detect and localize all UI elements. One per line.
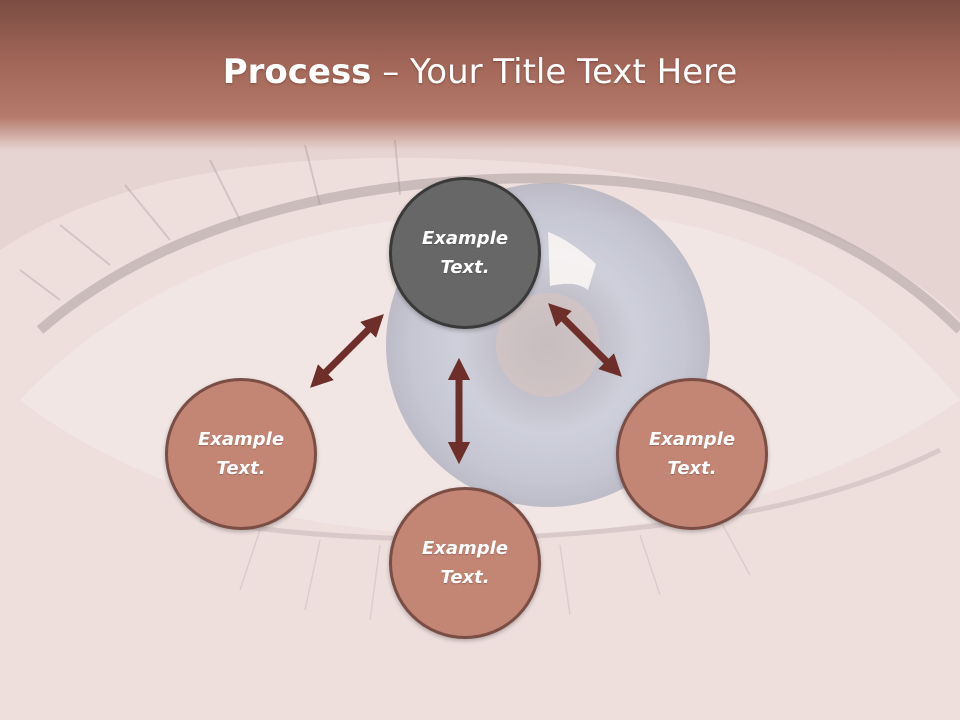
process-node-top: Example Text. (389, 177, 541, 329)
slide-title: Process – Your Title Text Here (0, 52, 960, 92)
node-label: Example Text. (421, 228, 509, 278)
header-band (0, 0, 960, 150)
process-node-right: Example Text. (616, 378, 768, 530)
title-rest: – Your Title Text Here (371, 52, 738, 92)
arrow-left-top (310, 314, 384, 388)
node-label: Example Text. (648, 429, 736, 479)
title-bold: Process (222, 52, 372, 92)
node-label: Example Text. (197, 429, 285, 479)
process-node-bottom: Example Text. (389, 487, 541, 639)
process-node-left: Example Text. (165, 378, 317, 530)
arrow-top-right (548, 303, 622, 377)
node-label: Example Text. (421, 538, 509, 588)
